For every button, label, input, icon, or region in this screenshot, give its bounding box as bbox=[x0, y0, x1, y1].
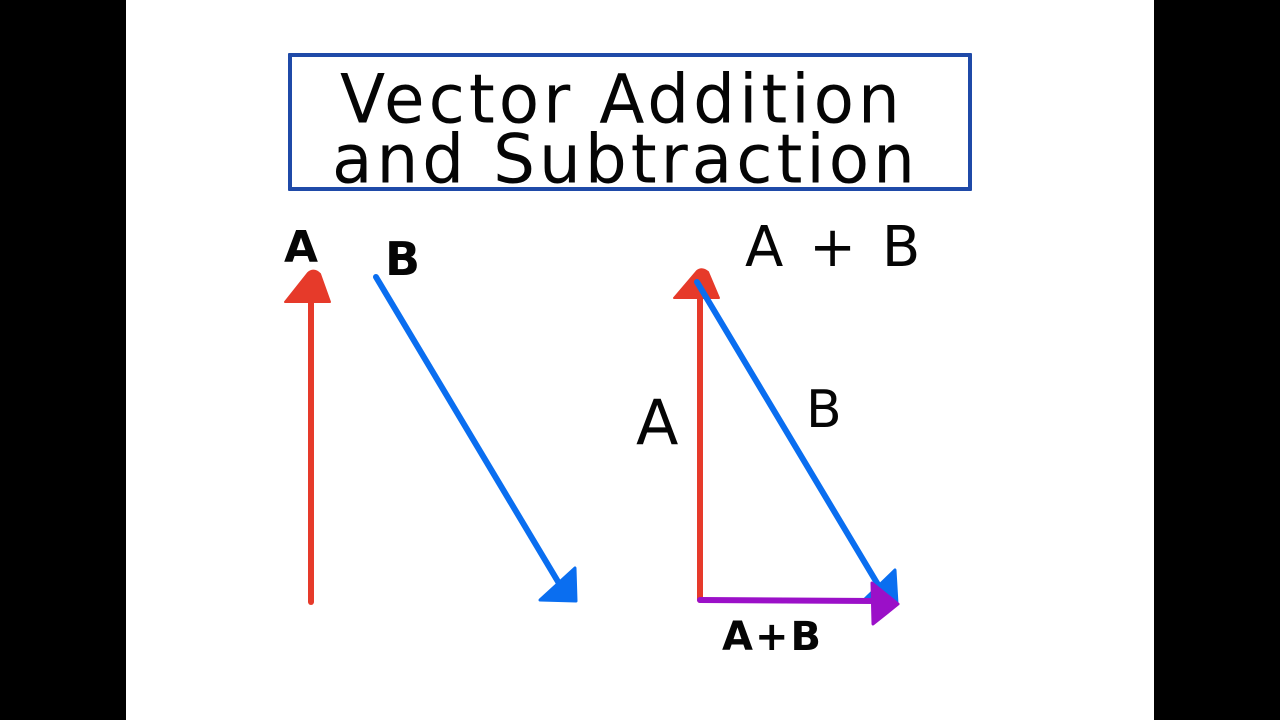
right-label-b: B bbox=[806, 380, 842, 440]
right-label-a: A bbox=[636, 386, 679, 459]
title-box: Vector Addition and Subtraction bbox=[288, 53, 972, 193]
title-line-1: Vector Addition bbox=[340, 60, 904, 139]
left-label-b: B bbox=[385, 232, 421, 286]
resultant-label: A+B bbox=[722, 614, 823, 660]
title-line-2: and Subtraction bbox=[332, 120, 919, 199]
sum-vector-b-arrow bbox=[694, 279, 899, 606]
vector-a-arrow bbox=[284, 269, 331, 605]
left-label-a: A bbox=[284, 222, 319, 273]
resultant-vector-arrow bbox=[697, 581, 900, 626]
vector-b-arrow bbox=[373, 274, 578, 603]
sum-vector-a-arrow bbox=[673, 268, 720, 603]
right-heading-sum: A + B bbox=[745, 215, 925, 280]
